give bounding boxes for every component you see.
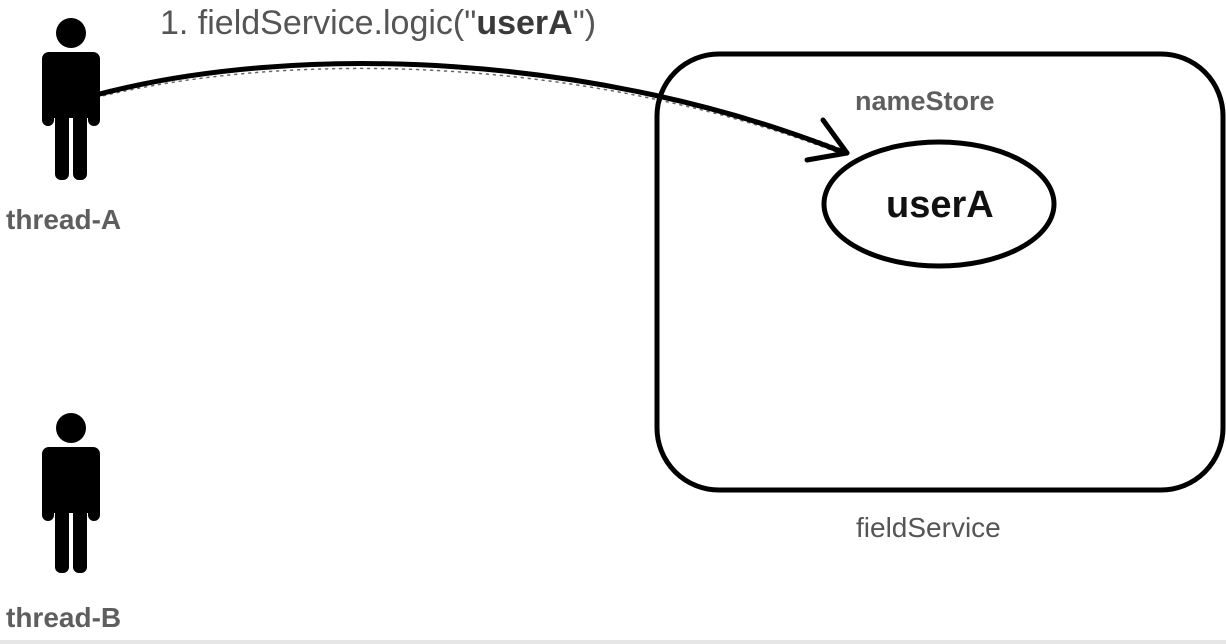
arrowhead-icon [804,117,850,163]
name-store-label: nameStore [855,86,995,116]
method-call-arg: userA [476,4,573,42]
field-service-box [654,51,1226,493]
method-call-prefix: 1. fieldService.logic(" [160,4,477,42]
field-service-label: fieldService [856,512,1001,543]
method-call-label: 1. fieldService.logic("userA") [160,4,596,43]
method-call-suffix: ") [572,4,597,42]
person-icon [42,18,100,180]
thread-a-label: thread-A [6,204,122,235]
bottom-divider [0,640,1226,644]
thread-b-label: thread-B [6,602,122,633]
name-store-value: userA [886,184,994,226]
person-icon [42,413,100,573]
call-arrow [89,61,848,157]
name-store-ellipse [821,139,1057,269]
